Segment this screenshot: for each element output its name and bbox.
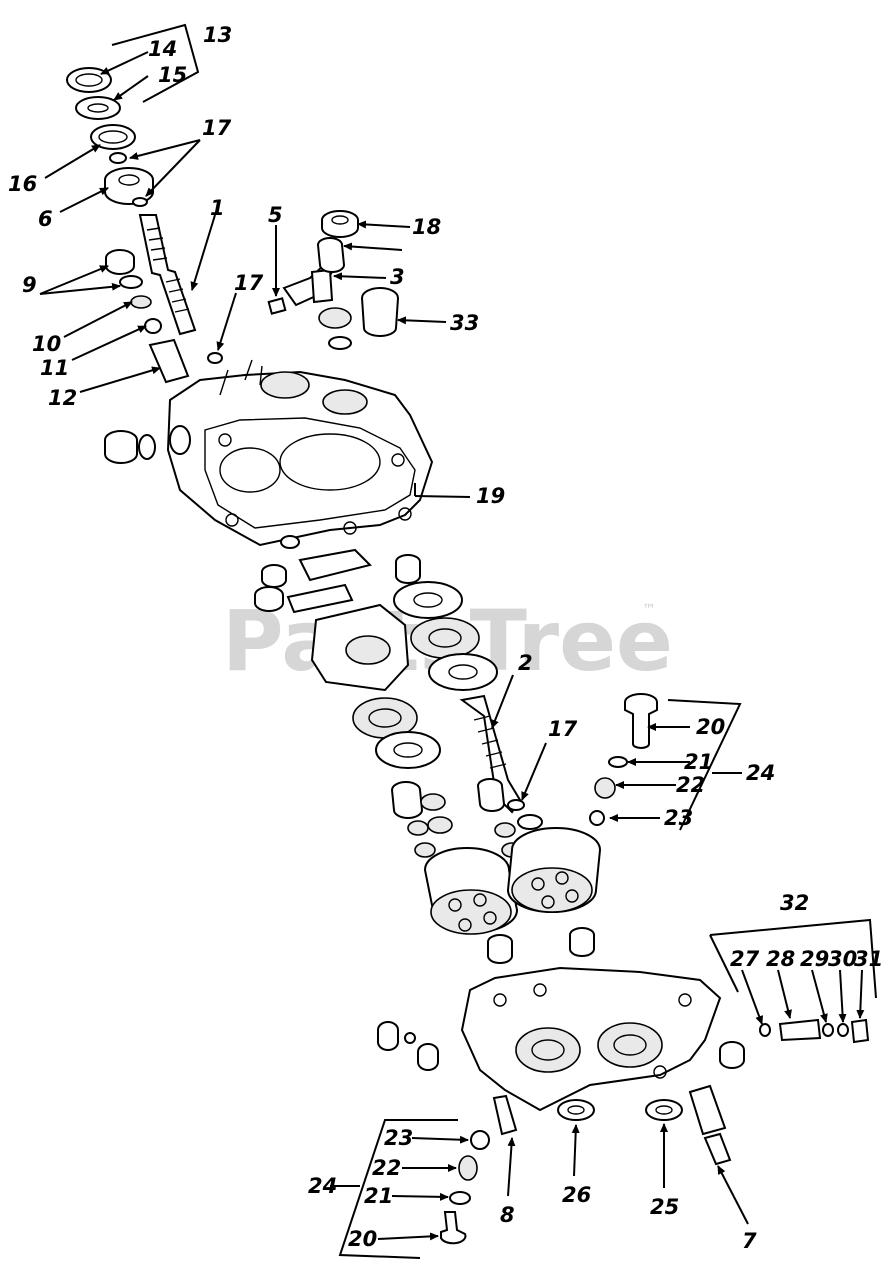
fitting-8: [492, 1094, 518, 1136]
seal-25: [645, 1099, 683, 1121]
callout-19: 19: [476, 484, 505, 508]
callout-1: 1: [210, 196, 225, 220]
callout-12: 12: [48, 386, 77, 410]
swashplate-bearing-lower: [286, 583, 354, 614]
callout-9: 9: [22, 273, 37, 297]
plug-left: [104, 430, 138, 464]
callout-29: 29: [800, 947, 829, 971]
callout-17-top: 17: [202, 116, 232, 140]
valve-20-lower: [440, 1211, 467, 1245]
callout-5: 5: [268, 203, 283, 227]
callout-labels: 13 14 15 16 17 6 1 5 18 3 9 17 33 10 11 …: [8, 23, 883, 1253]
spring-10: [130, 295, 152, 309]
callout-26: 26: [562, 1183, 591, 1207]
callout-10: 10: [32, 332, 61, 356]
callout-23-right: 23: [664, 806, 693, 830]
ball-23: [589, 810, 605, 826]
shaft-3: [310, 268, 334, 304]
plug-lower-right: [719, 1041, 745, 1069]
cylinder-blocks: [423, 827, 602, 964]
plug-lower-left: [377, 1021, 399, 1051]
thrust-washer-right-top: [393, 581, 463, 619]
callout-24-right: 24: [746, 761, 775, 785]
callout-28: 28: [766, 947, 795, 971]
callout-8: 8: [500, 1203, 515, 1227]
motor-shaft-2: [459, 694, 525, 814]
watermark-trademark: ™: [642, 602, 656, 618]
callout-3: 3: [390, 265, 405, 289]
sleeve-lower: [688, 1084, 727, 1136]
plug-9: [105, 249, 135, 275]
seal-ring-14: [66, 67, 112, 93]
seal-lip: [318, 307, 352, 329]
o-ring-9: [119, 275, 143, 289]
bearing-15: [75, 96, 121, 120]
seal-26: [557, 1099, 595, 1121]
ball-23-lower: [470, 1130, 490, 1150]
callout-20-right: 20: [696, 715, 725, 739]
fitting-7: [703, 1132, 732, 1166]
callout-17-mid: 17: [234, 271, 264, 295]
sleeve-12: [148, 338, 190, 384]
callout-22-right: 22: [676, 773, 705, 797]
callout-25: 25: [650, 1195, 679, 1219]
thrust-bearing-right: [410, 617, 480, 659]
control-arm-assembly: [207, 210, 400, 364]
ball-11: [144, 318, 162, 334]
bushing: [316, 237, 346, 273]
callout-31: 31: [854, 947, 883, 971]
callout-14: 14: [148, 37, 177, 61]
callout-15: 15: [158, 63, 187, 87]
lower-housing: [377, 966, 870, 1166]
callout-18: 18: [412, 215, 441, 239]
input-shaft-1: [138, 214, 197, 336]
ring-17-top: [109, 152, 127, 164]
callout-21-lower: 21: [364, 1184, 393, 1208]
callout-7: 7: [742, 1229, 757, 1253]
cap-33: [360, 287, 400, 337]
callout-21-right: 21: [684, 750, 713, 774]
ring-21-lower: [449, 1191, 471, 1205]
callout-13: 13: [203, 23, 232, 47]
callout-6: 6: [38, 207, 53, 231]
valve-20: [624, 693, 658, 749]
pistons-and-springs: [390, 778, 543, 858]
ring-21: [608, 756, 628, 768]
seal-ring-16: [90, 124, 136, 150]
thrust-washer-right: [428, 653, 498, 691]
swashplate-bearing-upper: [298, 548, 372, 582]
callout-17-low: 17: [548, 717, 578, 741]
callout-27: 27: [730, 947, 760, 971]
callout-24-lower: 24: [308, 1174, 337, 1198]
ring-17-mid: [207, 352, 223, 364]
relief-valve-right: [589, 693, 658, 826]
callout-20-lower: 20: [348, 1227, 377, 1251]
upper-housing-19: [104, 359, 434, 547]
ring-17-lower: [132, 197, 148, 207]
callout-22-lower: 22: [372, 1156, 401, 1180]
spring-22: [594, 777, 616, 799]
spring-22-lower: [458, 1155, 478, 1181]
callout-11: 11: [40, 356, 69, 380]
leader-lines: [39, 23, 877, 1259]
thrust-washer-left: [375, 731, 441, 769]
callout-30: 30: [828, 947, 857, 971]
callout-23-lower: 23: [384, 1126, 413, 1150]
callout-33: 33: [450, 311, 479, 335]
callout-2: 2: [518, 651, 533, 675]
key-5: [267, 297, 287, 315]
seal-kit-stack: [66, 67, 154, 207]
callout-32: 32: [780, 891, 809, 915]
callout-16: 16: [8, 172, 37, 196]
center-section-parts: [254, 535, 498, 769]
relief-valve-lower: [440, 1130, 490, 1245]
